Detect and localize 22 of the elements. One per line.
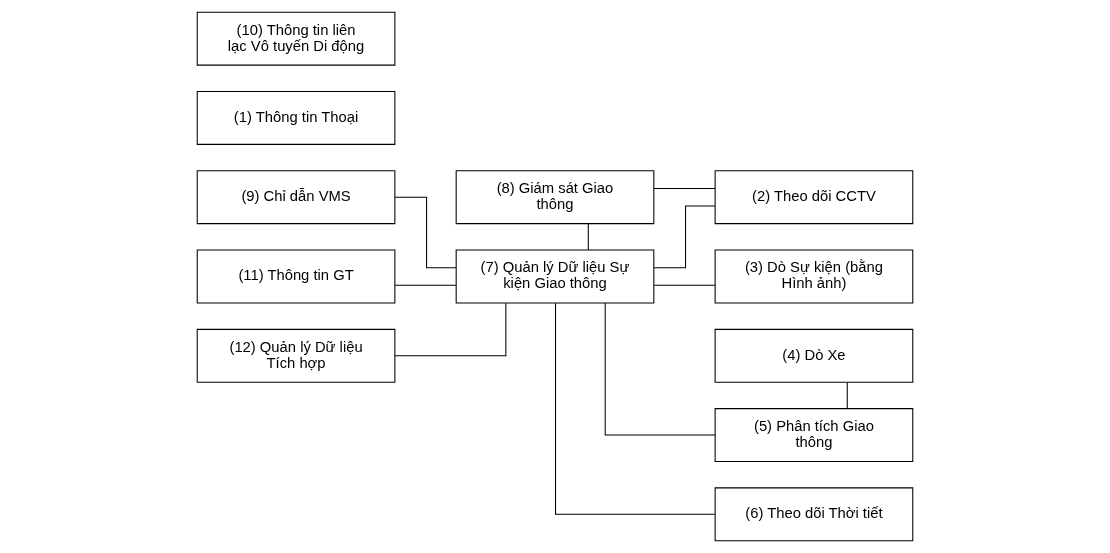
node-box: (10) Thông tin liên lạc Vô tuyến Di động bbox=[196, 11, 396, 66]
connector bbox=[394, 302, 507, 357]
connector bbox=[653, 187, 716, 189]
connector bbox=[555, 302, 716, 515]
connector bbox=[653, 284, 716, 286]
node-box: (4) Dò Xe bbox=[714, 328, 914, 383]
node-box: (6) Theo dõi Thời tiết bbox=[714, 487, 914, 542]
connector bbox=[394, 196, 457, 269]
node-box: (9) Chỉ dẫn VMS bbox=[196, 170, 396, 225]
node-box: (5) Phân tích Giao thông bbox=[714, 408, 914, 462]
node-box: (3) Dò Sự kiện (bằng Hình ảnh) bbox=[714, 249, 914, 304]
node-box: (7) Quản lý Dữ liệu Sự kiện Giao thông bbox=[455, 249, 655, 304]
connector bbox=[604, 302, 716, 436]
node-box: (11) Thông tin GT bbox=[196, 249, 396, 304]
connector bbox=[394, 284, 457, 286]
node-box: (8) Giám sát Giao thông bbox=[455, 170, 655, 225]
node-box: (12) Quản lý Dữ liệu Tích hợp bbox=[196, 328, 396, 383]
node-box: (2) Theo dõi CCTV bbox=[714, 170, 914, 225]
connector bbox=[653, 205, 716, 269]
connector bbox=[587, 223, 589, 251]
node-box: (1) Thông tin Thoại bbox=[196, 91, 396, 145]
connector bbox=[846, 382, 848, 410]
